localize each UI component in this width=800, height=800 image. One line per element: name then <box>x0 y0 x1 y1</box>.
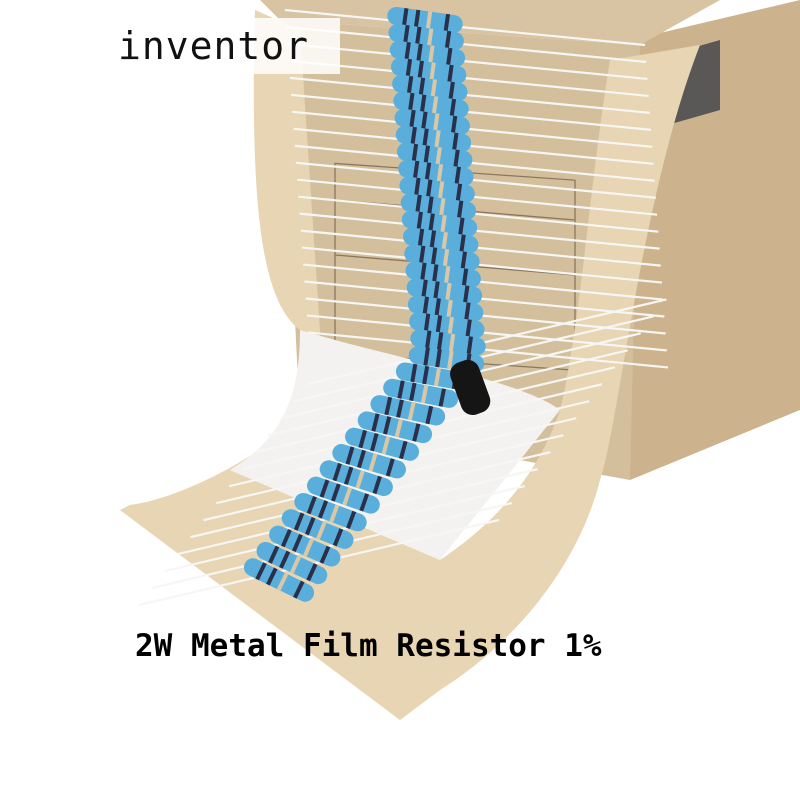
resistor <box>332 443 406 479</box>
lead-wire <box>306 314 667 352</box>
lead-wire <box>290 93 652 131</box>
resistor <box>256 541 328 585</box>
brand-backdrop <box>100 18 340 74</box>
lead-wire <box>303 263 664 301</box>
lead-wire <box>306 298 667 386</box>
lead-wire <box>294 144 655 182</box>
lead-wire <box>300 229 661 267</box>
resistor <box>281 509 354 549</box>
lead-wire <box>301 246 663 284</box>
resistor <box>392 74 468 101</box>
resistor <box>357 411 433 444</box>
resistor <box>389 40 466 67</box>
resistor <box>393 91 469 118</box>
resistor <box>405 261 481 288</box>
lead-wire <box>177 468 538 556</box>
resistor <box>404 244 480 271</box>
resistor <box>398 159 474 186</box>
resistor <box>406 278 483 305</box>
lead-wire <box>287 42 648 81</box>
resistor <box>395 125 472 152</box>
resistor <box>394 108 470 135</box>
black-component <box>450 359 491 416</box>
resistor <box>396 142 473 169</box>
lead-wire <box>286 25 647 64</box>
resistor <box>390 57 467 84</box>
resistor <box>410 329 486 356</box>
resistor-column <box>243 6 486 602</box>
box-top <box>260 0 720 45</box>
resistor <box>403 227 479 254</box>
resistor <box>401 210 478 237</box>
lead-wire <box>288 59 649 98</box>
lead-wire <box>292 110 653 148</box>
resistor <box>370 395 446 426</box>
resistor <box>294 492 367 532</box>
resistor <box>387 6 463 34</box>
resistor <box>345 427 420 461</box>
resistor <box>400 193 477 220</box>
resistor <box>319 460 393 497</box>
resistor <box>388 23 464 51</box>
lead-wire <box>304 280 665 318</box>
resistor <box>399 176 475 203</box>
lead-wire <box>289 76 650 114</box>
resistor <box>243 558 315 602</box>
resistor <box>383 378 459 408</box>
brand-watermark: inventor <box>118 24 310 68</box>
resistor <box>395 362 472 391</box>
lead-wire <box>164 484 526 573</box>
lead-wire <box>297 178 658 216</box>
lead-wire <box>151 501 513 590</box>
resistor <box>269 525 341 567</box>
lead-wire <box>284 8 646 47</box>
lead-wire <box>298 195 659 233</box>
lead-wire <box>293 127 654 165</box>
resistor <box>409 312 485 339</box>
lead-wire <box>190 451 551 539</box>
resistor <box>407 295 484 322</box>
lead-wire <box>295 161 657 199</box>
product-caption: 2W Metal Film Resistor 1% <box>135 628 602 664</box>
resistor <box>307 476 380 514</box>
lead-wire <box>299 212 660 250</box>
lead-wire <box>138 518 500 607</box>
lead-wire <box>307 331 669 369</box>
